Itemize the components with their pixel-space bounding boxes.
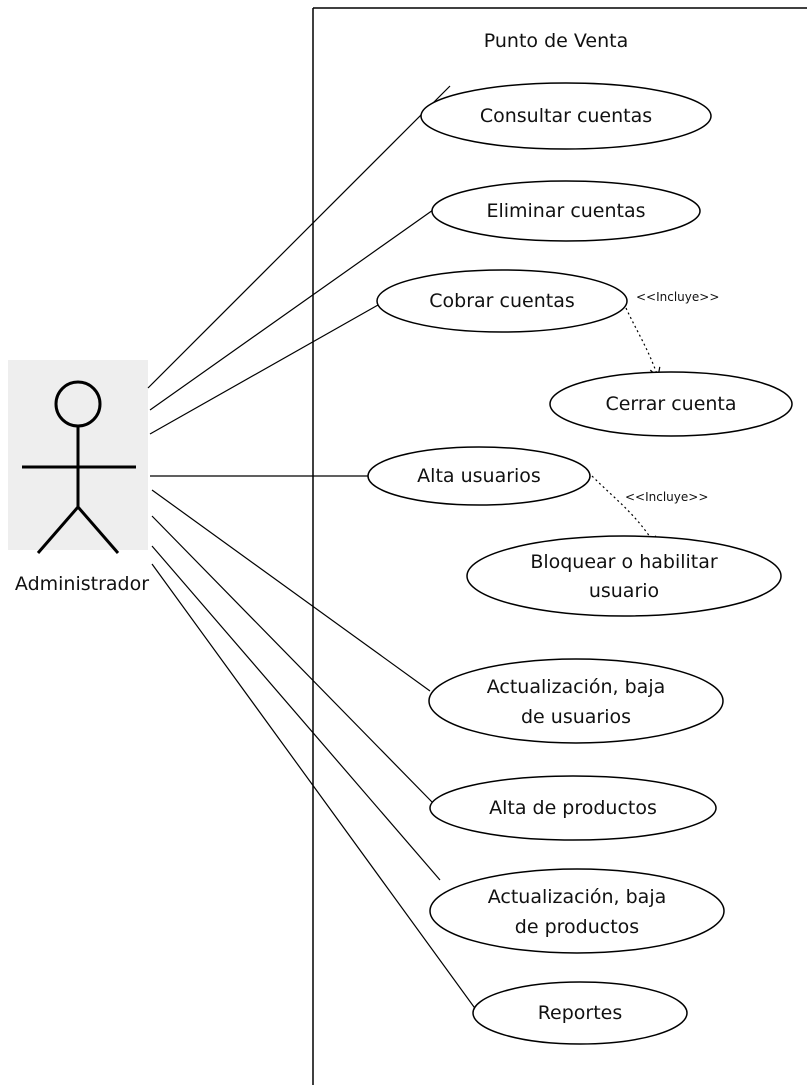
use-case-alta-productos[interactable]: Alta de productos [429,775,717,841]
use-case-reportes[interactable]: Reportes [472,981,688,1045]
assoc-cobrar [149,304,379,435]
use-case-label-line1: Bloquear o habilitar [530,551,718,573]
use-case-label-line2: de productos [515,916,639,938]
use-case-alta-usuarios[interactable]: Alta usuarios [367,446,591,506]
use-case-label: Alta de productos [489,797,657,819]
assoc-consultar [147,85,451,389]
use-case-label-line1: Actualización, baja [488,886,667,908]
use-case-label-line1: Actualización, baja [487,676,666,698]
use-case-label: Cobrar cuentas [429,290,574,312]
actor-right-leg [76,506,120,554]
use-case-label: Consultar cuentas [480,105,652,127]
include-arrow-bloquear [591,475,657,548]
system-title: Punto de Venta [484,30,628,52]
use-case-label: Reportes [538,1002,623,1024]
include-label-2: <<Incluye>> [625,490,708,504]
assoc-eliminar [149,209,434,411]
use-case-consultar[interactable]: Consultar cuentas [420,82,712,150]
use-case-label-line2: usuario [589,580,659,602]
use-case-label: Alta usuarios [417,465,541,487]
assoc-reportes [151,563,483,1019]
use-case-label-line2: de usuarios [521,706,631,728]
include-arrow-cerrar [625,307,661,379]
use-case-cerrar[interactable]: Cerrar cuenta [549,371,793,437]
system-boundary: Punto de Venta [312,7,807,1085]
use-case-label: Cerrar cuenta [605,393,736,415]
actor-administrador[interactable]: Administrador [8,360,149,595]
use-case-bloquear[interactable]: Bloquear o habilitar usuario [466,535,782,617]
use-case-cobrar[interactable]: Cobrar cuentas [376,269,628,333]
include-dependencies: <<Incluye>> <<Incluye>> [591,290,719,548]
assoc-act-usuarios [151,489,431,692]
assoc-act-productos [151,545,441,881]
use-case-label: Eliminar cuentas [486,200,645,222]
actor-left-leg [36,506,80,554]
use-case-eliminar[interactable]: Eliminar cuentas [431,180,701,242]
actor-name: Administrador [15,573,149,595]
associations [147,85,483,1019]
use-case-act-productos[interactable]: Actualización, baja de productos [429,868,725,954]
assoc-alta-productos [151,515,433,803]
include-label-1: <<Incluye>> [636,290,719,304]
use-case-act-usuarios[interactable]: Actualización, baja de usuarios [428,658,724,744]
